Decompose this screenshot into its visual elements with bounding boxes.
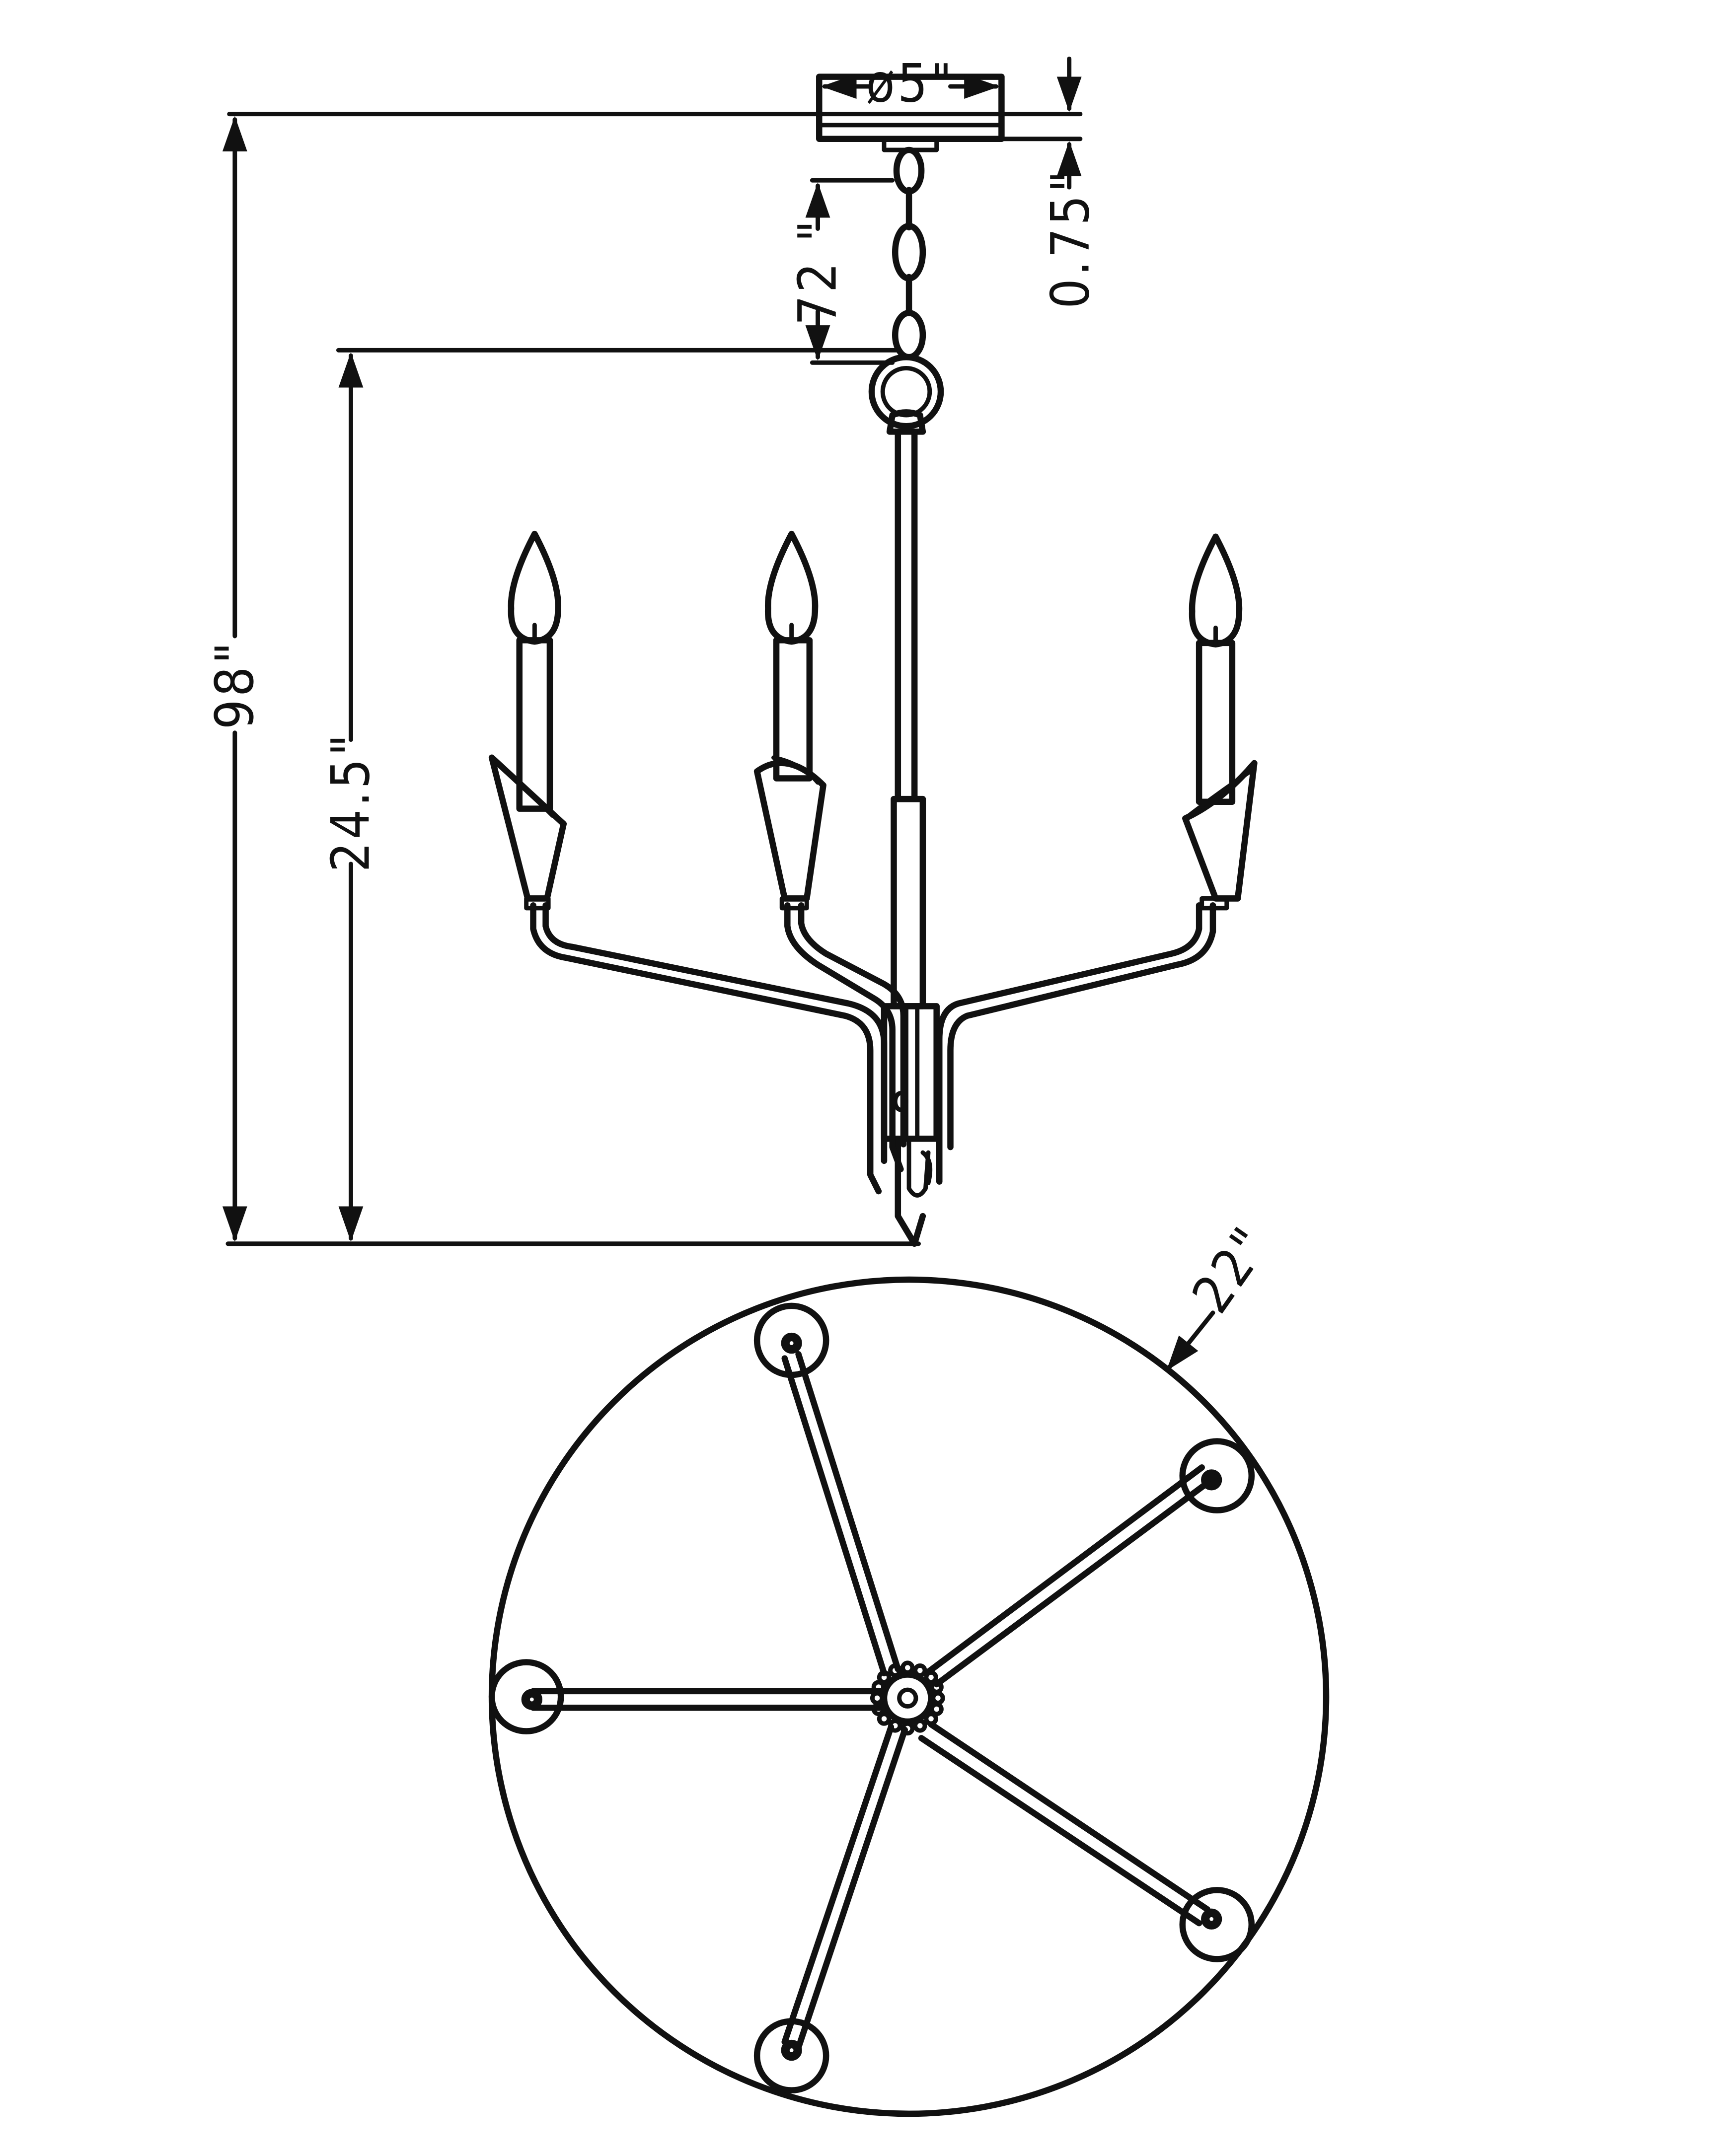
canopy-height-label: 0.75" <box>1040 168 1101 308</box>
canopy <box>816 73 1005 152</box>
candle-left <box>488 530 567 911</box>
plan-arm-left <box>488 1659 883 1734</box>
fixture-height-label: 24.5" <box>320 731 381 872</box>
dimension-lines <box>222 56 1083 1246</box>
arm-left <box>530 902 888 1195</box>
arm-right <box>936 902 1216 1185</box>
candle-right <box>1182 533 1258 911</box>
plan-view: 22" <box>488 1215 1330 2117</box>
center-hub <box>870 1660 945 1736</box>
chain-length-label: 72 " <box>787 217 848 325</box>
canopy-diameter-label: ø5" <box>866 53 955 114</box>
chain <box>868 146 944 430</box>
plan-arm-lower-right <box>918 1721 1255 1962</box>
candle-center <box>753 530 826 911</box>
overall-height-label: 98" <box>204 640 265 729</box>
plan-arm-bottom <box>753 1724 908 2093</box>
plan-arm-upper-right <box>925 1438 1255 1688</box>
elevation-view: ø5" 0.75" 72 " 98" 24.5" <box>204 53 1258 1247</box>
fixture-outline-circle <box>488 1276 1330 2117</box>
arm-center-left <box>784 902 907 1172</box>
plan-arm-top <box>753 1302 901 1676</box>
diameter-leader <box>1166 1310 1215 1371</box>
fixture-diameter-label: 22" <box>1180 1215 1282 1324</box>
